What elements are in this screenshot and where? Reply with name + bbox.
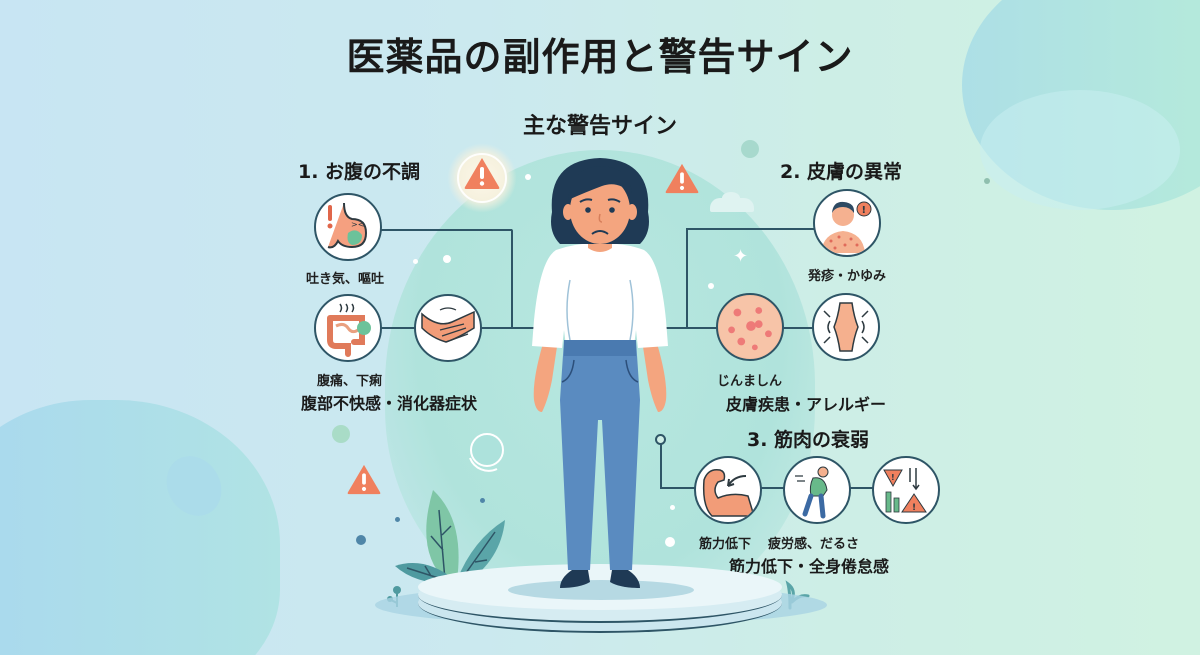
connector-line — [511, 229, 513, 328]
connector-line — [660, 487, 885, 489]
page-title: 医薬品の副作用と警告サイン — [346, 35, 854, 79]
svg-text:!: ! — [912, 503, 916, 513]
subtitle: 主な警告サイン — [522, 114, 677, 139]
section-title-skin: 2. 皮膚の異常 — [780, 161, 903, 183]
decor-dot — [741, 140, 759, 158]
symptom-label: 筋力低下 — [699, 537, 752, 552]
symptom-icon-weak-arm — [694, 456, 762, 524]
decor-dot — [480, 498, 485, 503]
background-blob — [0, 400, 280, 655]
symptom-label: 吐き気、嘔吐 — [306, 272, 385, 287]
connector-line — [686, 228, 814, 230]
warning-icon — [464, 158, 500, 189]
section-title-muscle: 3. 筋肉の衰弱 — [747, 429, 870, 451]
cloud-icon — [722, 192, 740, 204]
nausea-stomach-icon: >< — [327, 202, 368, 249]
decor-dot — [332, 425, 350, 443]
weak-arm-icon — [702, 468, 756, 517]
symptom-icon-declining: ! ! — [872, 456, 940, 524]
connector-line — [380, 327, 588, 329]
symptom-icon-abdominal-pain — [314, 294, 382, 362]
hives-skin-icon — [718, 295, 782, 359]
sparkle-icon: ✦ — [733, 246, 749, 267]
leaf-plant-icon — [395, 490, 505, 584]
decor-dot — [984, 178, 990, 184]
decor-dot — [525, 174, 531, 180]
intestine-icon — [327, 303, 371, 357]
connector-line — [380, 229, 512, 231]
symptom-icon-hands-abdomen — [414, 294, 482, 362]
symptom-icon-fatigue — [783, 456, 851, 524]
decor-dot — [413, 259, 418, 264]
group-label-skin-allergy: 皮膚疾患・アレルギー — [726, 395, 887, 414]
rash-person-icon: ! — [821, 201, 872, 253]
glow-ring-icon — [469, 433, 504, 472]
symptom-icon-nausea: >< — [314, 193, 382, 261]
pedestal-shadow-inner — [508, 580, 694, 600]
decor-dot — [665, 537, 675, 547]
decor-dot — [670, 505, 675, 510]
symptom-label: じんましん — [717, 374, 783, 389]
symptom-icon-rash: ! — [813, 189, 881, 257]
svg-text:!: ! — [891, 473, 895, 482]
section-title-stomach: 1. お腹の不調 — [298, 161, 421, 183]
svg-text:><: >< — [351, 220, 364, 229]
decor-dot — [395, 517, 400, 522]
tired-walking-person-icon — [795, 466, 829, 519]
connector-line — [660, 444, 662, 488]
decor-dot — [708, 283, 714, 289]
symptom-icon-swelling — [812, 293, 880, 361]
decor-dot — [356, 535, 366, 545]
symptom-label: 腹痛、下痢 — [317, 374, 383, 389]
svg-text:!: ! — [862, 205, 867, 216]
swelling-joint-icon — [823, 302, 869, 352]
warning-icon — [665, 163, 699, 194]
hands-on-abdomen-icon — [421, 307, 475, 343]
decor-dot — [443, 255, 451, 263]
group-label-muscle-fatigue: 筋力低下・全身倦怠感 — [729, 557, 890, 576]
worried-woman-figure — [532, 158, 668, 588]
symptom-label: 発疹・かゆみ — [808, 269, 887, 284]
background-blob — [980, 90, 1180, 210]
declining-chart-warning-icon: ! ! — [883, 468, 927, 513]
group-label-digestive: 腹部不快感・消化器症状 — [301, 394, 478, 413]
symptom-icon-hives — [716, 293, 784, 361]
connector-line — [686, 228, 688, 328]
cloud-icon — [710, 198, 754, 212]
symptom-label: 疲労感、だるさ — [768, 537, 860, 552]
warning-icon — [347, 464, 381, 495]
